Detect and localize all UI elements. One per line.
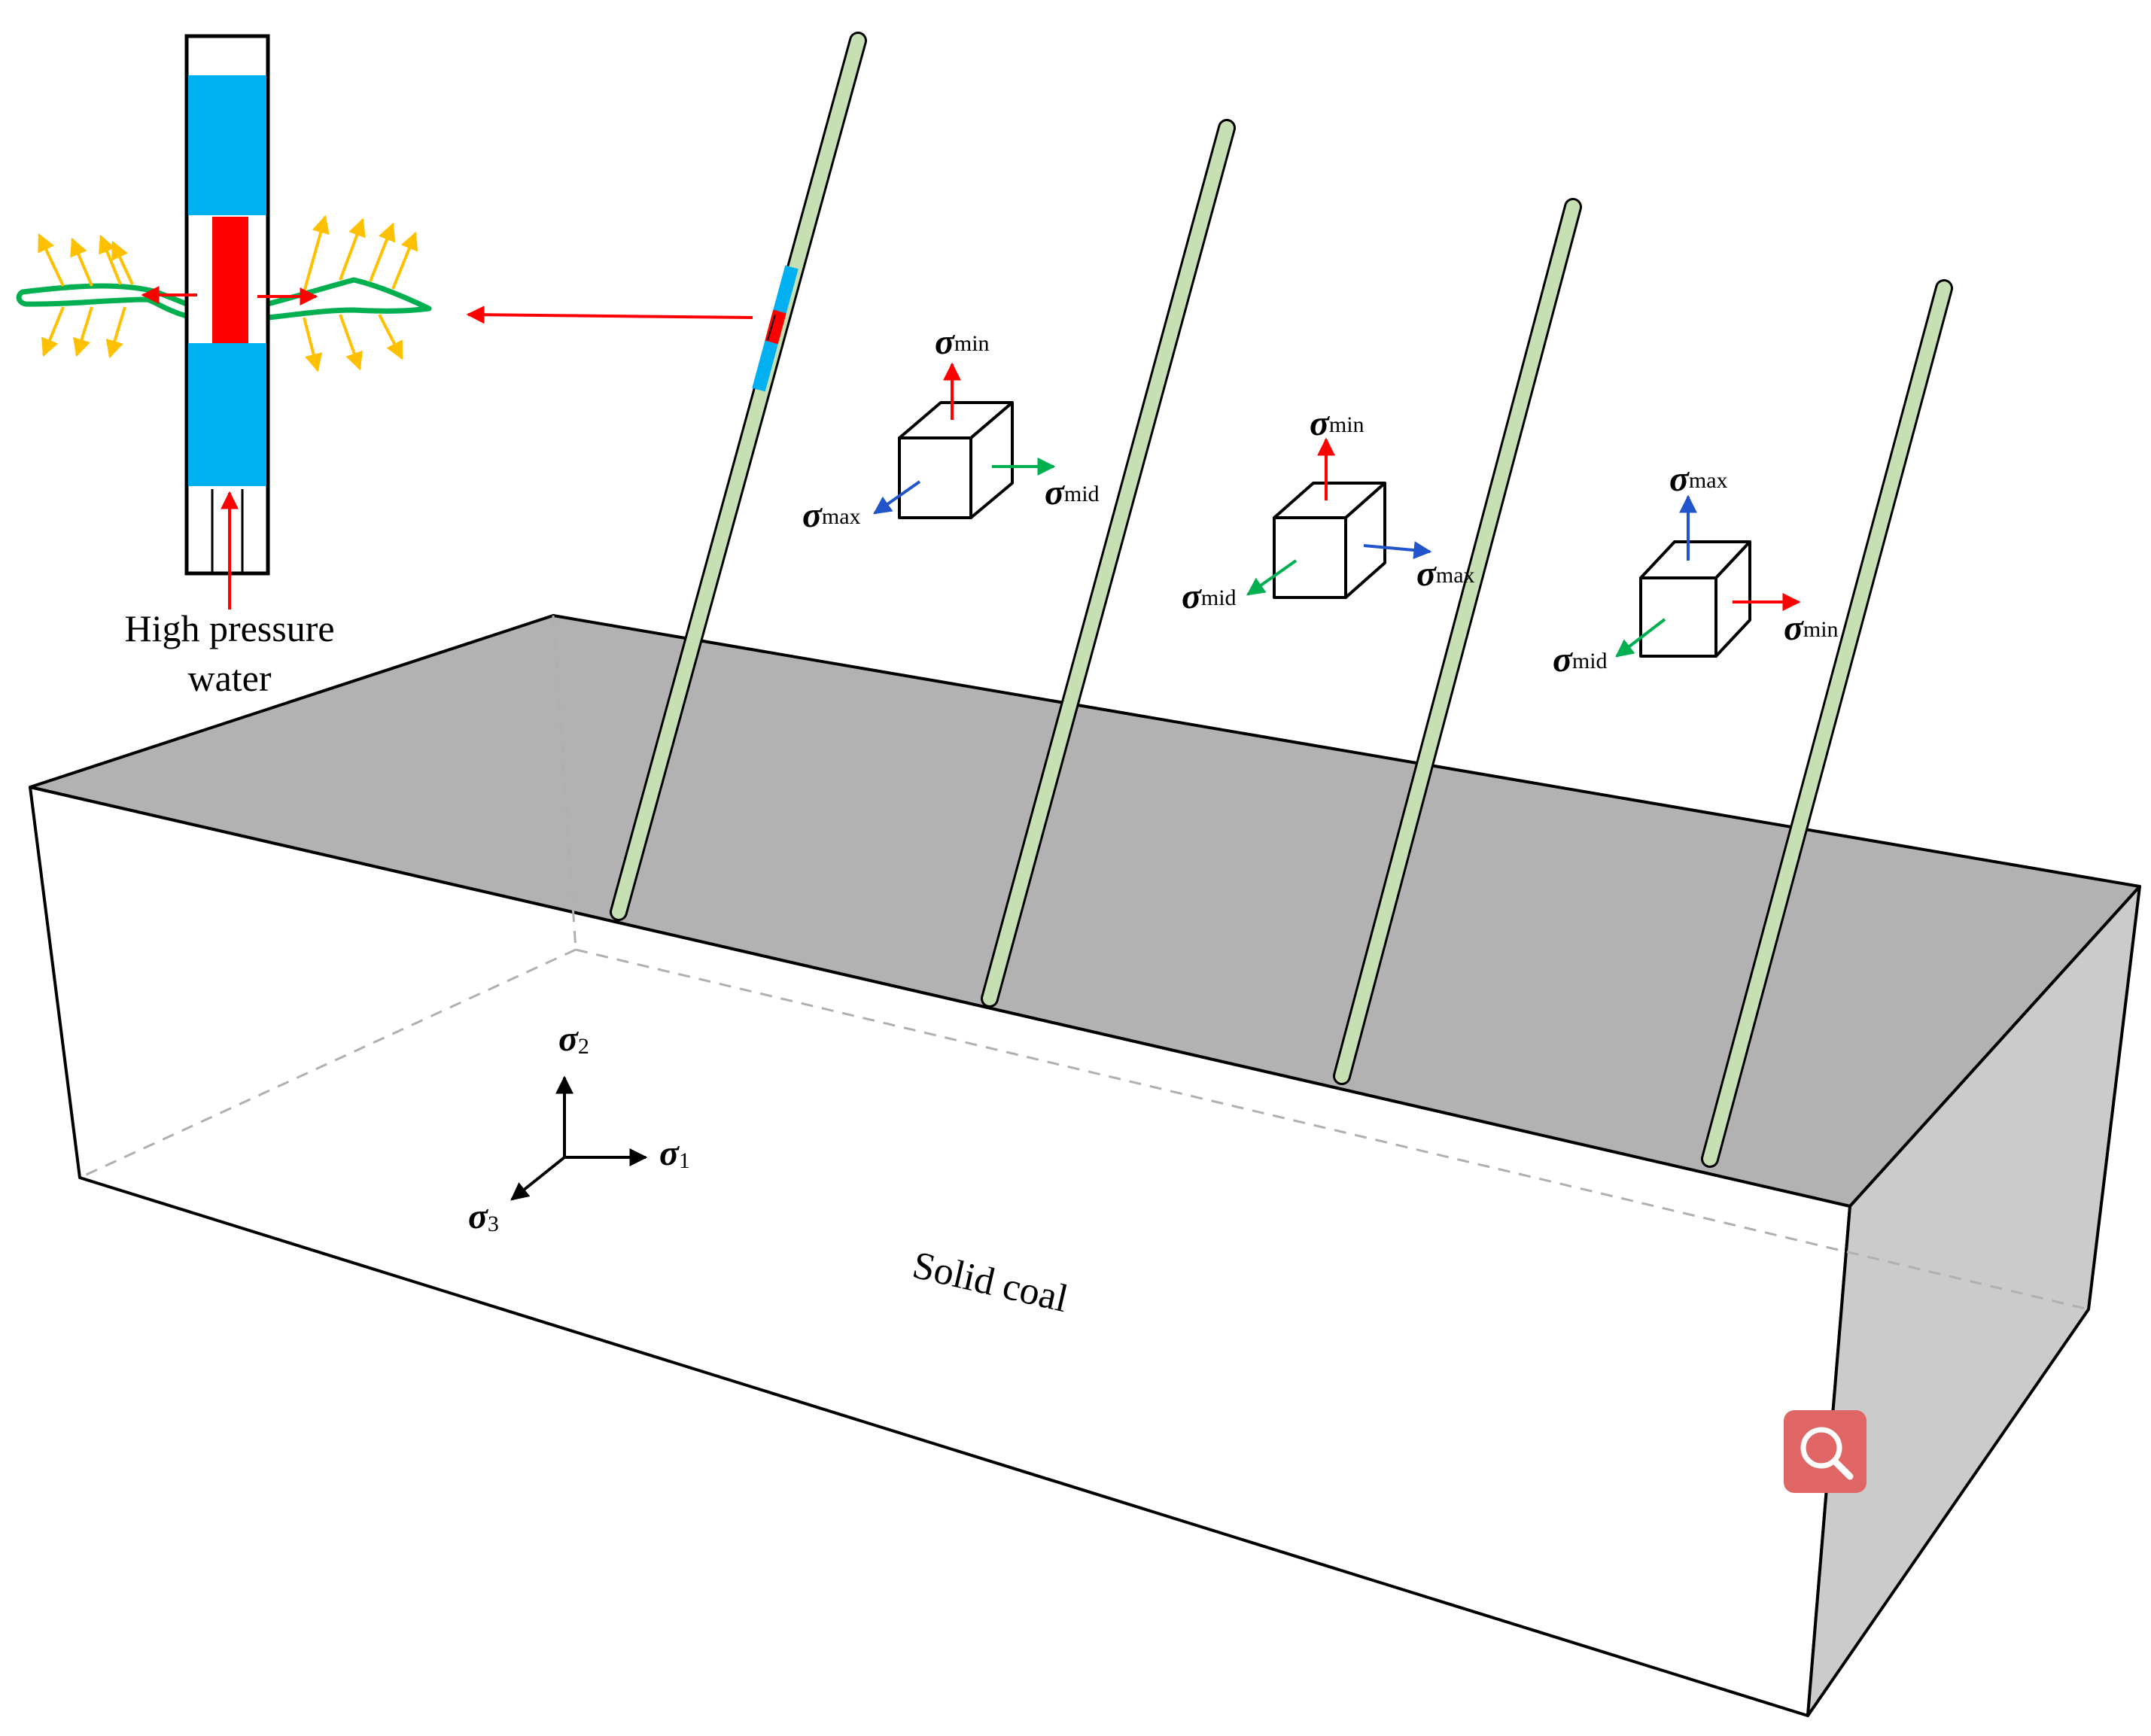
water-jet-section xyxy=(212,217,248,343)
magnifier-icon xyxy=(1784,1410,1867,1493)
stress-cube-1: σmin σmid σmax xyxy=(802,322,1100,535)
borehole-packer-section xyxy=(752,265,799,392)
coal-block xyxy=(29,614,2141,1717)
borehole-3 xyxy=(1333,198,1582,1085)
fracture-left xyxy=(16,283,188,319)
upper-packer xyxy=(188,75,266,215)
cube1-sigma-max-label: σmax xyxy=(802,495,861,535)
sigma2-label: σ2 xyxy=(558,1019,589,1059)
cube1-sigma-min-label: σmin xyxy=(935,322,990,362)
hidden-edges xyxy=(79,615,2089,1311)
high-pressure-label-line2: water xyxy=(187,657,271,699)
borehole-2 xyxy=(981,119,1236,1008)
coal-block-side-face xyxy=(1806,885,2141,1717)
cube3-sigma-mid-label: σmid xyxy=(1553,640,1608,680)
cube2-sigma-max-label: σmax xyxy=(1416,554,1475,594)
zoom-button[interactable] xyxy=(1784,1410,1867,1493)
high-pressure-label-line1: High pressure xyxy=(124,607,334,649)
seepage-arrows xyxy=(38,214,418,372)
principal-stress-axes xyxy=(510,1075,648,1201)
cube3-sigma-max-label: σmax xyxy=(1669,459,1728,499)
borehole-4 xyxy=(1701,279,1953,1168)
cube2-sigma-mid-label: σmid xyxy=(1182,576,1237,616)
stress-cube-2: σmin σmax σmid xyxy=(1182,403,1475,616)
cube3-sigma-min-label: σmin xyxy=(1784,608,1839,648)
borehole-1 xyxy=(610,32,867,921)
stress-cube-3: σmax σmin σmid xyxy=(1553,459,1839,680)
boreholes xyxy=(610,32,1953,1168)
sigma3-label: σ3 xyxy=(468,1196,499,1236)
sigma1-label: σ1 xyxy=(659,1133,690,1173)
detail-callout-arrow xyxy=(466,306,753,324)
fracturing-tool-detail: High pressure water xyxy=(16,34,432,699)
cube2-sigma-min-label: σmin xyxy=(1310,403,1365,443)
cube1-sigma-mid-label: σmid xyxy=(1045,473,1100,512)
lower-packer xyxy=(188,343,266,486)
fracture-right xyxy=(267,277,432,321)
